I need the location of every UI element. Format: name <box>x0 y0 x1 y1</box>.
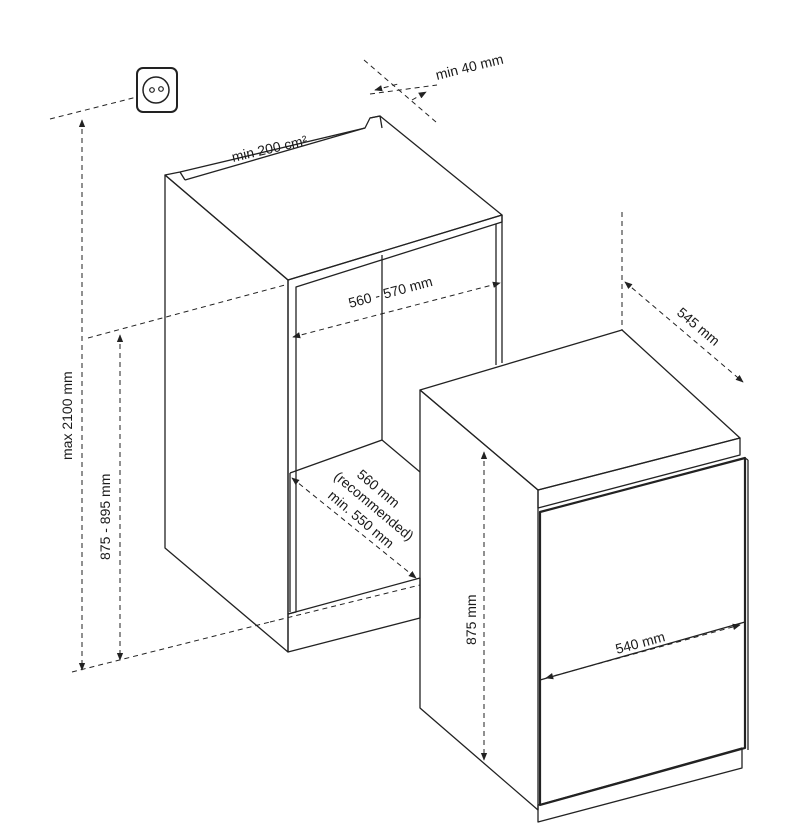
appliance-height-label: 875 mm <box>463 594 479 645</box>
min-gap-label: min 40 mm <box>434 51 505 83</box>
niche-width-label: 560 - 570 mm <box>347 273 435 311</box>
appliance-depth-label: 545 mm <box>674 304 723 349</box>
power-socket-icon <box>136 67 178 113</box>
appliance <box>419 329 749 823</box>
dimension-lines <box>78 83 744 761</box>
appliance-width-label: 540 mm <box>614 628 667 657</box>
niche-height-label: 875 - 895 mm <box>97 474 113 560</box>
guide-lines <box>49 59 623 673</box>
cabinet-niche <box>164 115 503 653</box>
max-height-label: max 2100 mm <box>59 371 75 460</box>
vent-area-label: min 200 cm² <box>230 132 309 165</box>
